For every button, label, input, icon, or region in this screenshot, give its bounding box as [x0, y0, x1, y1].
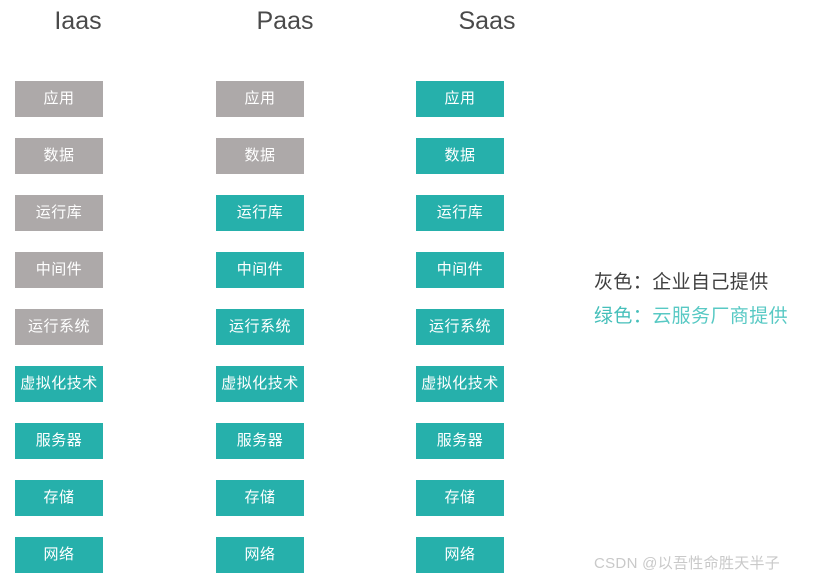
layer-box-label: 虚拟化技术	[20, 375, 98, 392]
layer-box-label: 服务器	[35, 432, 83, 449]
layer-box-label: 中间件	[35, 261, 83, 278]
legend-green-value: 云服务厂商提供	[652, 306, 789, 327]
layer-box-saas-5: 虚拟化技术	[416, 366, 504, 402]
layer-box-iaas-0: 应用	[15, 81, 103, 117]
layer-box-label: 存储	[444, 489, 476, 506]
legend: 灰色：企业自己提供 绿色：云服务厂商提供	[594, 266, 809, 334]
layer-box-iaas-1: 数据	[15, 138, 103, 174]
layer-box-label: 运行系统	[228, 318, 291, 335]
layer-box-label: 应用	[244, 90, 276, 107]
layer-box-saas-8: 网络	[416, 537, 504, 573]
legend-item-gray: 灰色：企业自己提供	[594, 266, 809, 300]
layer-box-label: 数据	[244, 147, 276, 164]
column-header-paas: Paas	[256, 7, 314, 35]
layer-box-saas-3: 中间件	[416, 252, 504, 288]
legend-gray-key: 灰色：	[594, 272, 653, 293]
layer-box-label: 运行系统	[27, 318, 90, 335]
layer-box-iaas-3: 中间件	[15, 252, 103, 288]
layer-box-label: 数据	[43, 147, 75, 164]
layer-box-saas-4: 运行系统	[416, 309, 504, 345]
layer-box-label: 虚拟化技术	[221, 375, 299, 392]
layer-box-saas-0: 应用	[416, 81, 504, 117]
layer-box-paas-4: 运行系统	[216, 309, 304, 345]
layer-box-label: 应用	[43, 90, 75, 107]
layer-box-label: 数据	[444, 147, 476, 164]
layer-box-paas-2: 运行库	[216, 195, 304, 231]
legend-green-key: 绿色：	[594, 306, 653, 327]
layer-box-label: 应用	[444, 90, 476, 107]
layer-box-label: 运行库	[35, 204, 83, 221]
layer-box-label: 网络	[244, 546, 276, 563]
layer-box-iaas-4: 运行系统	[15, 309, 103, 345]
layer-box-label: 服务器	[236, 432, 284, 449]
layer-box-iaas-5: 虚拟化技术	[15, 366, 103, 402]
layer-box-label: 运行库	[236, 204, 284, 221]
layer-box-label: 网络	[43, 546, 75, 563]
layer-box-iaas-8: 网络	[15, 537, 103, 573]
layer-box-label: 中间件	[236, 261, 284, 278]
legend-item-green: 绿色：云服务厂商提供	[594, 300, 809, 334]
layer-box-paas-3: 中间件	[216, 252, 304, 288]
layer-box-paas-5: 虚拟化技术	[216, 366, 304, 402]
layer-box-label: 中间件	[436, 261, 484, 278]
layer-box-label: 服务器	[436, 432, 484, 449]
layer-box-saas-7: 存储	[416, 480, 504, 516]
layer-box-iaas-6: 服务器	[15, 423, 103, 459]
layer-box-label: 运行库	[436, 204, 484, 221]
layer-box-paas-6: 服务器	[216, 423, 304, 459]
layer-box-paas-7: 存储	[216, 480, 304, 516]
layer-box-label: 存储	[244, 489, 276, 506]
layer-box-paas-1: 数据	[216, 138, 304, 174]
layer-box-label: 网络	[444, 546, 476, 563]
layer-box-saas-2: 运行库	[416, 195, 504, 231]
layer-box-iaas-7: 存储	[15, 480, 103, 516]
column-header-saas: Saas	[458, 7, 516, 35]
column-header-iaas: Iaas	[54, 7, 102, 35]
layer-box-saas-1: 数据	[416, 138, 504, 174]
layer-box-label: 存储	[43, 489, 75, 506]
layer-box-label: 虚拟化技术	[421, 375, 499, 392]
layer-box-paas-0: 应用	[216, 81, 304, 117]
layer-box-label: 运行系统	[428, 318, 491, 335]
layer-box-saas-6: 服务器	[416, 423, 504, 459]
watermark: CSDN @以吾性命胜天半子	[594, 555, 781, 572]
legend-gray-value: 企业自己提供	[652, 272, 769, 293]
layer-box-paas-8: 网络	[216, 537, 304, 573]
layer-box-iaas-2: 运行库	[15, 195, 103, 231]
